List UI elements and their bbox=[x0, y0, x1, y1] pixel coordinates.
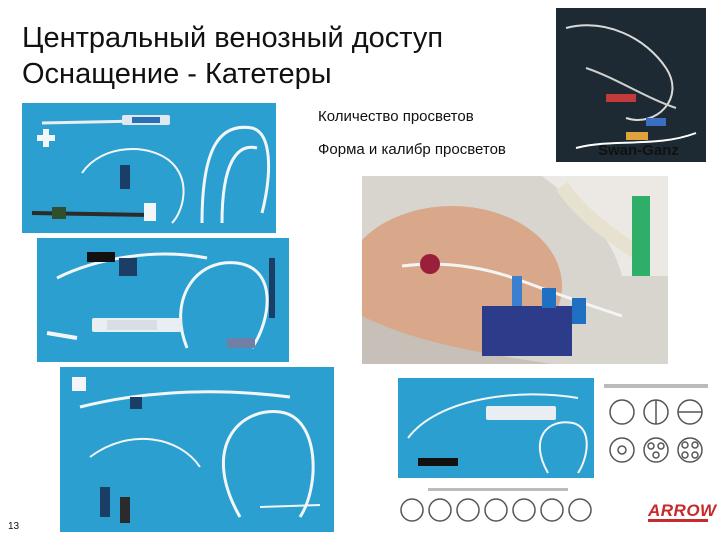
bullet-lumen-count: Количество просветов bbox=[318, 108, 474, 125]
catheter-kit-photo-triple bbox=[60, 367, 334, 532]
bullet-lumen-shape: Форма и калибр просветов bbox=[318, 141, 506, 158]
slide-title: Центральный венозный доступ Оснащение - … bbox=[22, 20, 443, 92]
arrow-logo-text: ARROW bbox=[648, 501, 717, 520]
arrow-logo-underline bbox=[648, 519, 708, 522]
title-line-2: Оснащение - Катетеры bbox=[22, 58, 332, 90]
arrow-logo: ARROW bbox=[648, 501, 716, 523]
patient-catheter-photo bbox=[362, 176, 668, 364]
swan-ganz-caption: Swan-Ganz bbox=[598, 142, 679, 159]
catheter-kit-photo-single bbox=[22, 103, 276, 233]
title-line-1: Центральный венозный доступ bbox=[22, 22, 444, 54]
lumen-cross-section-diagram bbox=[604, 384, 708, 488]
page-number: 13 bbox=[8, 521, 20, 532]
catheter-kit-photo-double bbox=[37, 238, 289, 362]
swan-ganz-catheter-photo bbox=[556, 8, 706, 162]
catheter-kit-photo-small bbox=[398, 378, 594, 478]
lumen-profile-row-diagram bbox=[398, 488, 598, 528]
